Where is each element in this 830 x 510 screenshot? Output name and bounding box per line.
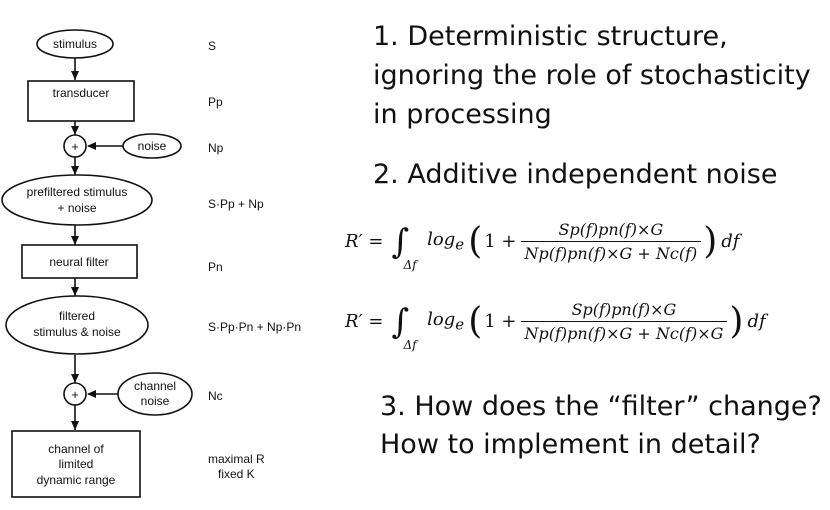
label-sum1: S·Pp + Np — [208, 197, 264, 211]
stimulus-label: stimulus — [53, 37, 97, 51]
right-paren: ) — [729, 300, 744, 342]
fraction: Sp(f)pn(f)×G Np(f)pn(f)×G + Nc(f)×G — [520, 300, 728, 343]
arrow-head — [71, 126, 79, 135]
label-s: S — [208, 39, 216, 53]
label-sum2: S·Pp·Pn + Np·Pn — [208, 320, 301, 334]
integral-range: Δf — [403, 337, 417, 352]
channel-label: channel of — [48, 442, 104, 456]
filtered-node — [5, 295, 149, 355]
prefiltered-label: prefiltered stimulus — [27, 185, 128, 199]
filtered-noise-label: stimulus & noise — [33, 325, 121, 339]
differential: df — [747, 311, 766, 332]
formula-2: R′ = ∫Δf loge ( 1 + Sp(f)pn(f)×G Np(f)pn… — [345, 300, 766, 352]
stimulus-node — [36, 29, 114, 59]
log-function: loge — [427, 309, 465, 334]
arrow-head — [71, 166, 79, 175]
label-pp: Pp — [208, 95, 223, 109]
label-np: Np — [208, 141, 224, 155]
denominator: Np(f)pn(f)×G + Nc(f) — [520, 241, 702, 263]
point-1-line-3: in processing — [373, 99, 552, 130]
formula-1: R′ = ∫Δf loge ( 1 + Sp(f)pn(f)×G Np(f)pn… — [345, 220, 740, 272]
fraction: Sp(f)pn(f)×G Np(f)pn(f)×G + Nc(f) — [520, 220, 702, 263]
arrow-head — [71, 421, 79, 430]
label-nc: Nc — [208, 389, 223, 403]
arrow-head — [71, 236, 79, 245]
integral-symbol: ∫Δf — [391, 301, 417, 352]
filtered-label: filtered — [59, 309, 95, 323]
point-1-line-1: 1. Deterministic structure, — [373, 21, 728, 52]
arrow-head — [71, 71, 79, 80]
channel-noise-label: channel — [134, 379, 176, 393]
plus-symbol: + — [71, 387, 79, 402]
channel-noise-node — [117, 372, 193, 416]
point-3-line-1: 3. How does the “filter” change? — [380, 391, 822, 422]
channel-noise-label-2: noise — [141, 394, 170, 408]
left-paren: ( — [468, 220, 483, 262]
differential: df — [721, 231, 740, 252]
formula-1-lhs: R′ = — [345, 231, 384, 252]
point-3-line-2: How to implement in detail? — [380, 429, 761, 460]
numerator: Sp(f)pn(f)×G — [571, 300, 677, 319]
point-2: 2. Additive independent noise — [373, 159, 778, 190]
label-maximal-r: maximal R — [208, 452, 265, 466]
dynamic-range-label: dynamic range — [37, 473, 116, 487]
formula-2-lhs: R′ = — [345, 311, 384, 332]
noise-node — [122, 133, 182, 159]
point-1-line-2: ignoring the role of stochasticity — [373, 60, 811, 91]
numerator: Sp(f)pn(f)×G — [558, 220, 664, 239]
adder-node — [63, 134, 87, 158]
transducer-prefilter-box — [27, 80, 135, 122]
label-fixed-k: fixed K — [218, 467, 255, 481]
noise-sum-label: + noise — [57, 201, 96, 215]
arrow-head — [71, 287, 79, 296]
arrow-head — [71, 374, 79, 383]
neural-filter-box — [21, 244, 138, 279]
arrow-head — [87, 390, 96, 398]
label-pn: Pn — [208, 260, 223, 274]
limited-label: limited — [59, 457, 94, 471]
plus-symbol: + — [71, 139, 79, 154]
one-plus: 1 + — [484, 311, 517, 332]
left-paren: ( — [468, 300, 483, 342]
integral-range: Δf — [403, 257, 417, 272]
neural-filter-label: neural filter — [49, 255, 108, 269]
prefiltered-node — [1, 174, 153, 226]
channel-box — [11, 430, 141, 498]
adder-node — [63, 382, 87, 406]
integral-symbol: ∫Δf — [391, 221, 417, 272]
transducer-label: transducer — [53, 86, 110, 100]
right-paren: ) — [703, 220, 718, 262]
arrow-head — [87, 142, 96, 150]
log-function: loge — [427, 229, 465, 254]
one-plus: 1 + — [484, 231, 517, 252]
denominator: Np(f)pn(f)×G + Nc(f)×G — [520, 321, 728, 343]
noise-label: noise — [138, 139, 167, 153]
